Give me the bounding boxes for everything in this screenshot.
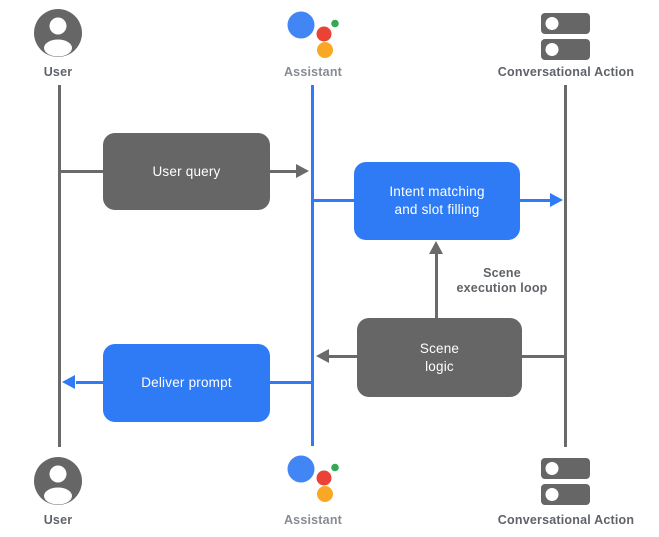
deliver-prompt-label: Deliver prompt <box>141 375 232 390</box>
scene-loop-arrow-line <box>435 253 438 319</box>
assistant-label-top: Assistant <box>283 65 343 79</box>
intent-matching-box: Intent matching and slot filling <box>354 162 520 240</box>
deliver-prompt-arrowhead <box>62 375 75 389</box>
assistant-to-intent-line <box>313 199 355 202</box>
user-query-arrowhead <box>296 164 309 178</box>
user-query-label: User query <box>152 163 221 179</box>
scene-execution-loop-label: Scene execution loop <box>422 266 582 296</box>
intent-to-action-line <box>519 199 551 202</box>
scene-logic-box: Scene logic <box>357 318 522 397</box>
scene-loop-arrowhead <box>429 241 443 254</box>
assistant-lifeline <box>311 85 314 446</box>
conversational-action-label-bottom: Conversational Action <box>497 513 635 527</box>
intent-matching-label: Intent matching and slot filling <box>389 183 484 219</box>
servers-icon <box>541 13 590 60</box>
user-icon <box>34 457 82 505</box>
assistant-icon <box>287 455 339 502</box>
intent-matching-line1: Intent matching <box>389 184 485 199</box>
assistant-label-bottom: Assistant <box>283 513 343 527</box>
intent-matching-line2: and slot filling <box>394 202 480 217</box>
deliver-prompt-box: Deliver prompt <box>103 344 270 422</box>
intent-to-action-arrowhead <box>550 193 563 207</box>
user-icon <box>34 9 82 57</box>
scene-logic-line2: logic <box>425 358 454 374</box>
user-lifeline <box>58 85 61 447</box>
user-label-top: User <box>43 65 73 79</box>
scene-loop-label-line1: Scene <box>483 266 521 280</box>
servers-icon <box>541 458 590 505</box>
scene-logic-line1: Scene <box>419 340 460 356</box>
assistant-icon <box>287 11 339 58</box>
user-label-bottom: User <box>43 513 73 527</box>
scene-loop-label-line2: execution loop <box>456 281 548 295</box>
conversational-action-lifeline <box>564 85 567 447</box>
conversational-action-label-top: Conversational Action <box>497 65 635 79</box>
user-query-box: User query <box>103 133 270 210</box>
scene-to-assistant-arrowhead <box>316 349 329 363</box>
scene-logic-label: Scene logic <box>420 340 459 376</box>
